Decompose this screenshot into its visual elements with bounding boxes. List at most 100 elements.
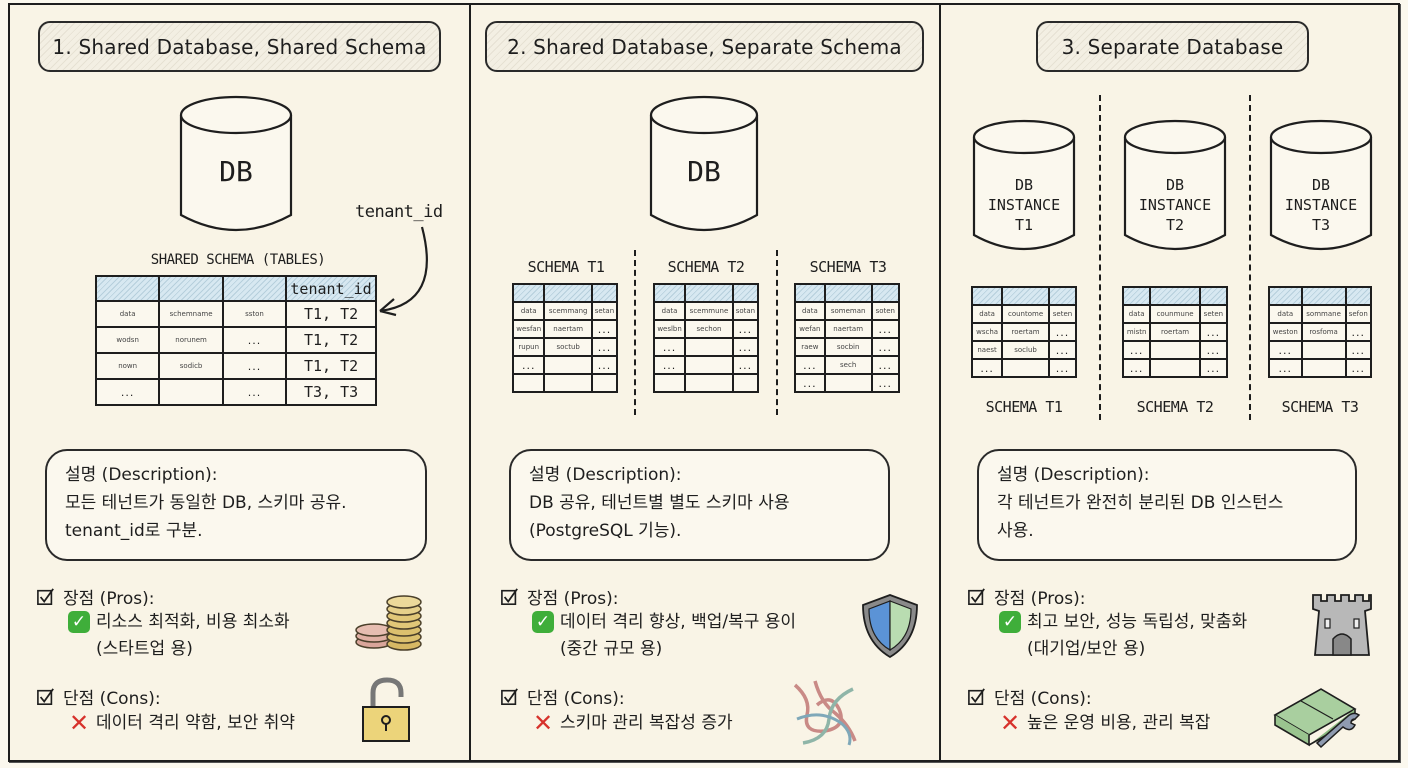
pros-item: ✓ 최고 보안, 성능 독립성, 맞춤화 (대기업/보안 용) [999, 609, 1247, 663]
panel-shared-schema: 1. Shared Database, Shared Schema DB ten… [10, 5, 469, 760]
panel-title: 3. Separate Database [1036, 21, 1309, 72]
checkbox-checked-icon [37, 587, 54, 605]
table-row: ...... [652, 337, 760, 357]
cons-heading: 단점 (Cons): [37, 684, 161, 709]
pros-heading: 장점 (Pros): [37, 584, 155, 609]
shield-icon [862, 594, 918, 659]
panel-title: 2. Shared Database, Separate Schema [485, 21, 924, 72]
description-line: tenant_id로 구분. [65, 521, 203, 541]
column-divider [469, 3, 471, 762]
coins-stack-icon [355, 595, 422, 651]
table-row: nown sodicb ... T1, T2 [94, 352, 377, 380]
table-row: ...... [1121, 340, 1229, 360]
pros-item: ✓ 데이터 격리 향상, 백업/복구 용이 (중간 규모 용) [532, 609, 796, 663]
pros-heading: 장점 (Pros): [501, 584, 619, 609]
cons-item: ✕ 데이터 격리 약함, 보안 취약 [68, 709, 296, 737]
database-icon: DB [648, 93, 760, 238]
description-heading: 설명 (Description): [997, 465, 1150, 485]
table-row: ...... [794, 373, 901, 393]
red-cross-icon: ✕ [999, 709, 1021, 737]
database-icon: DB [178, 93, 294, 238]
table-caption: SHARED SCHEMA (TABLES) [150, 252, 326, 268]
description-line: (PostgreSQL 기능). [529, 521, 682, 541]
arrow-label: tenant_id [355, 202, 443, 222]
cons-heading: 단점 (Cons): [968, 684, 1092, 709]
description-heading: 설명 (Description): [65, 465, 218, 485]
checkbox-checked-icon [37, 687, 54, 705]
table-row [652, 373, 760, 393]
open-padlock-icon [362, 677, 410, 742]
table-row [511, 373, 619, 393]
red-cross-icon: ✕ [532, 709, 554, 737]
dashed-separator [776, 250, 778, 415]
description-heading: 설명 (Description): [529, 465, 682, 485]
table-row: ...... [1121, 358, 1229, 378]
cons-item: ✕ 높은 운영 비용, 관리 복잡 [999, 709, 1211, 737]
cons-heading: 단점 (Cons): [501, 684, 625, 709]
green-check-icon: ✓ [999, 611, 1021, 633]
green-check-icon: ✓ [532, 611, 554, 633]
dashed-separator [634, 250, 636, 415]
shared-schema-table: tenant_id data schemname sston T1, T2 wo… [94, 275, 377, 406]
schema-label: SCHEMA T2 [667, 258, 745, 276]
db-label: DB [687, 155, 721, 188]
red-cross-icon: ✕ [68, 709, 90, 737]
schema-label: SCHEMA T2 [1136, 398, 1214, 416]
checkbox-checked-icon [501, 687, 518, 705]
database-instance-icon: DB INSTANCE T2 [1122, 117, 1228, 257]
table-row: ...sech... [794, 355, 901, 375]
database-instance-icon: DB INSTANCE T1 [971, 117, 1077, 257]
pros-item: ✓ 리소스 최적화, 비용 최소화 (스타트업 용) [68, 609, 290, 663]
database-instance-icon: DB INSTANCE T3 [1268, 117, 1374, 257]
table-row: ...... [652, 355, 760, 375]
dashed-separator [1249, 95, 1251, 420]
castle-tower-icon [1312, 594, 1372, 656]
description-box: 설명 (Description): DB 공유, 테넌트별 별도 스키마 사용 … [509, 449, 890, 561]
checkbox-checked-icon [968, 587, 985, 605]
checkbox-checked-icon [968, 687, 985, 705]
panel-separate-database: 3. Separate Database DB INSTANCE T1 data… [941, 5, 1398, 760]
schema-label: SCHEMA T1 [527, 258, 605, 276]
table-row: wodsn norunem ... T1, T2 [94, 326, 377, 354]
description-line: 사용. [997, 521, 1034, 541]
schema-label: SCHEMA T1 [985, 398, 1063, 416]
tenant-id-header: tenant_id [285, 275, 377, 302]
table-row: ...... [1268, 340, 1373, 360]
cons-item: ✕ 스키마 관리 복잡성 증가 [532, 709, 733, 737]
tangled-wires-icon [793, 680, 857, 746]
column-divider [939, 3, 941, 762]
arrow-icon [379, 226, 428, 317]
panel-title: 1. Shared Database, Shared Schema [38, 21, 441, 72]
db-label: DB [219, 155, 253, 188]
checkbox-checked-icon [501, 587, 518, 605]
schema-label: SCHEMA T3 [809, 258, 887, 276]
description-box: 설명 (Description): 모든 테넌트가 동일한 DB, 스키마 공유… [45, 449, 427, 561]
description-line: DB 공유, 테넌트별 별도 스키마 사용 [529, 493, 790, 513]
pros-heading: 장점 (Pros): [968, 584, 1086, 609]
panel-separate-schema: 2. Shared Database, Separate Schema DB S… [471, 5, 939, 760]
table-row: ...... [1268, 358, 1373, 378]
description-line: 모든 테넌트가 동일한 DB, 스키마 공유. [65, 493, 347, 513]
table-row: data schemname sston T1, T2 [94, 300, 377, 328]
